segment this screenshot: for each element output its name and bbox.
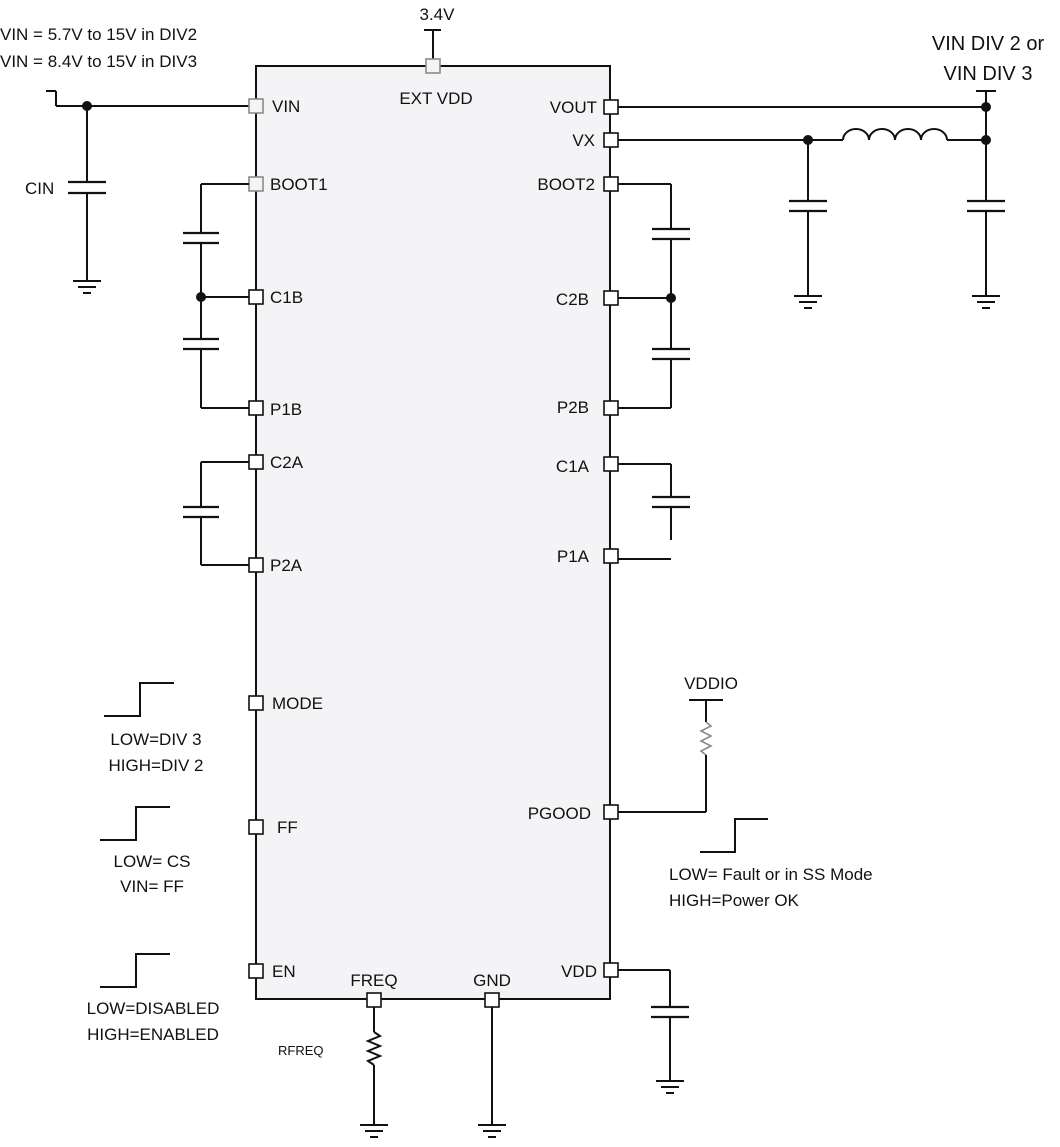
mode-low-note: LOW=DIV 3 xyxy=(110,730,201,749)
ff-step-waveform xyxy=(100,806,170,841)
pin-vin xyxy=(248,98,264,114)
cin-capacitor xyxy=(68,106,106,281)
output-capacitor xyxy=(967,140,1005,296)
vddio-label: VDDIO xyxy=(684,674,738,693)
vin-input-net xyxy=(46,90,249,111)
output-inductor xyxy=(842,128,991,145)
pin-vdd xyxy=(603,962,619,978)
pin-label-boot2: BOOT2 xyxy=(537,175,595,194)
vin-range-div3-label: VIN = 8.4V to 15V in DIV3 xyxy=(0,52,197,71)
vin-range-div2-label: VIN = 5.7V to 15V in DIV2 xyxy=(0,25,197,44)
mode-high-note: HIGH=DIV 2 xyxy=(109,756,204,775)
flying-capacitor-boot2-c2b xyxy=(618,183,690,303)
pin-ext-vdd xyxy=(425,58,441,74)
pin-label-en: EN xyxy=(272,962,296,981)
pin-label-p2b: P2B xyxy=(557,398,589,417)
pin-label-c1a: C1A xyxy=(556,457,590,476)
pin-ff xyxy=(248,819,264,835)
mode-step-waveform xyxy=(104,682,174,717)
vdd-decoupling-capacitor xyxy=(618,969,689,1081)
ext-vdd-supply xyxy=(424,29,441,59)
pin-label-vout: VOUT xyxy=(550,98,597,117)
pin-gnd xyxy=(484,992,500,1008)
vout-voltage-label-line2: VIN DIV 3 xyxy=(944,63,1033,85)
pin-label-vdd: VDD xyxy=(561,962,597,981)
pin-c1b xyxy=(248,289,264,305)
flying-capacitor-c1b-p1b xyxy=(183,297,249,409)
ground-symbol xyxy=(656,1080,684,1094)
pin-vx xyxy=(603,132,619,148)
flying-capacitor-c2b-p2b xyxy=(618,298,690,409)
pgood-step-waveform xyxy=(700,818,768,853)
pin-pgood xyxy=(603,804,619,820)
pin-freq xyxy=(366,992,382,1008)
vx-switch-net xyxy=(618,135,843,145)
pin-label-ext-vdd: EXT VDD xyxy=(399,89,472,108)
ground-symbol xyxy=(972,295,1000,309)
pin-p1b xyxy=(248,400,264,416)
en-step-waveform xyxy=(100,953,170,988)
ground-symbol xyxy=(478,1124,506,1138)
ff-vin-note: VIN= FF xyxy=(120,877,184,896)
pin-vout xyxy=(603,99,619,115)
flying-capacitor-boot1-c1b xyxy=(183,183,249,302)
pin-label-ff: FF xyxy=(277,818,298,837)
pin-label-mode: MODE xyxy=(272,694,323,713)
pin-en xyxy=(248,963,264,979)
ground-symbol xyxy=(360,1124,388,1138)
vout-voltage-label-line1: VIN DIV 2 or xyxy=(932,33,1045,55)
pin-label-boot1: BOOT1 xyxy=(270,175,328,194)
pin-c2a xyxy=(248,454,264,470)
pin-boot1 xyxy=(248,176,264,192)
pgood-pullup-resistor xyxy=(618,699,723,813)
cin-label: CIN xyxy=(25,179,54,198)
vx-node-capacitor xyxy=(789,140,827,296)
ic-body xyxy=(255,65,611,1000)
pin-label-p1a: P1A xyxy=(557,547,590,566)
pin-label-freq: FREQ xyxy=(350,971,397,990)
pin-label-c1b: C1B xyxy=(270,288,303,307)
pin-label-p2a: P2A xyxy=(270,556,303,575)
rfreq-label: RFREQ xyxy=(278,1043,324,1058)
pin-label-pgood: PGOOD xyxy=(528,804,591,823)
pin-p2a xyxy=(248,557,264,573)
pin-p1a xyxy=(603,548,619,564)
rfreq-resistor xyxy=(365,1007,383,1125)
ext-vdd-voltage-label: 3.4V xyxy=(420,5,456,24)
pgood-low-note: LOW= Fault or in SS Mode xyxy=(669,865,873,884)
pgood-high-note: HIGH=Power OK xyxy=(669,891,800,910)
vout-output-net xyxy=(618,90,996,139)
pin-label-p1b: P1B xyxy=(270,400,302,419)
pin-label-c2b: C2B xyxy=(556,290,589,309)
pin-mode xyxy=(248,695,264,711)
ground-symbol xyxy=(73,280,101,294)
flying-capacitor-c1a-p1a xyxy=(618,463,690,560)
ff-low-note: LOW= CS xyxy=(114,852,191,871)
pin-c2b xyxy=(603,290,619,306)
pin-label-vx: VX xyxy=(572,131,595,150)
flying-capacitor-c2a-p2a xyxy=(183,461,249,566)
ground-symbol xyxy=(794,295,822,309)
en-high-note: HIGH=ENABLED xyxy=(87,1025,219,1044)
en-low-note: LOW=DISABLED xyxy=(87,999,220,1018)
pin-boot2 xyxy=(603,176,619,192)
pin-label-vin: VIN xyxy=(272,97,300,116)
pin-p2b xyxy=(603,400,619,416)
junction-dot xyxy=(981,102,991,112)
pin-label-gnd: GND xyxy=(473,971,511,990)
pin-c1a xyxy=(603,456,619,472)
pin-label-c2a: C2A xyxy=(270,453,304,472)
